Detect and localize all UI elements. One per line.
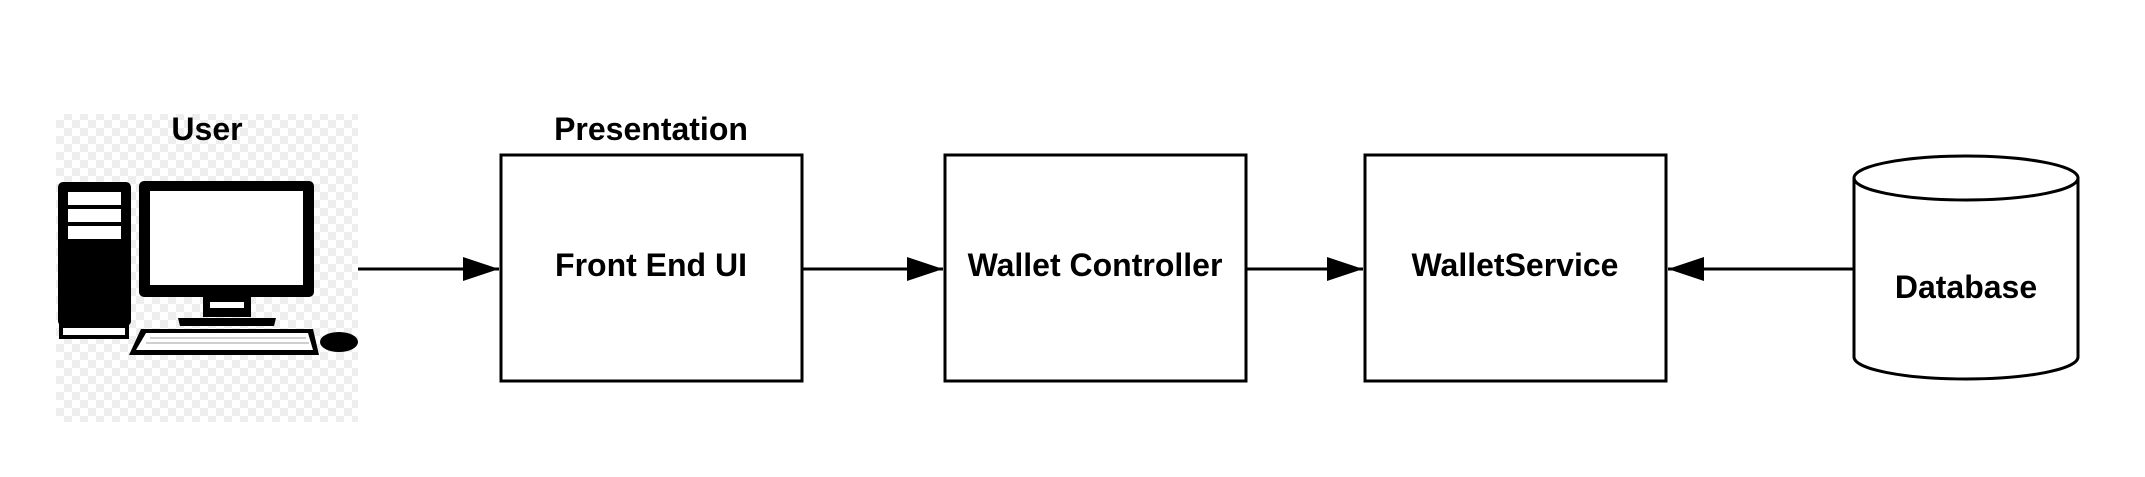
user-label: User xyxy=(171,111,242,147)
front-end-ui-label: Front End UI xyxy=(555,247,747,283)
wallet-service-node: WalletService xyxy=(1363,153,1668,383)
wallet-controller-label: Wallet Controller xyxy=(968,247,1223,283)
front-end-ui-node: Front End UI xyxy=(499,153,804,383)
database-node: Database xyxy=(1852,154,2080,381)
wallet-controller-box xyxy=(943,153,1248,383)
user-actor: User xyxy=(56,111,358,422)
wallet-service-label: WalletService xyxy=(1412,247,1619,283)
wallet-service-box xyxy=(1363,153,1668,383)
presentation-label: Presentation xyxy=(554,111,748,147)
database-cylinder-body xyxy=(1852,178,2080,381)
desktop-computer-icon xyxy=(58,181,358,355)
front-end-ui-box xyxy=(499,153,804,383)
database-label: Database xyxy=(1895,269,2037,305)
wallet-controller-node: Wallet Controller xyxy=(943,153,1248,383)
database-cylinder-top xyxy=(1852,154,2080,202)
